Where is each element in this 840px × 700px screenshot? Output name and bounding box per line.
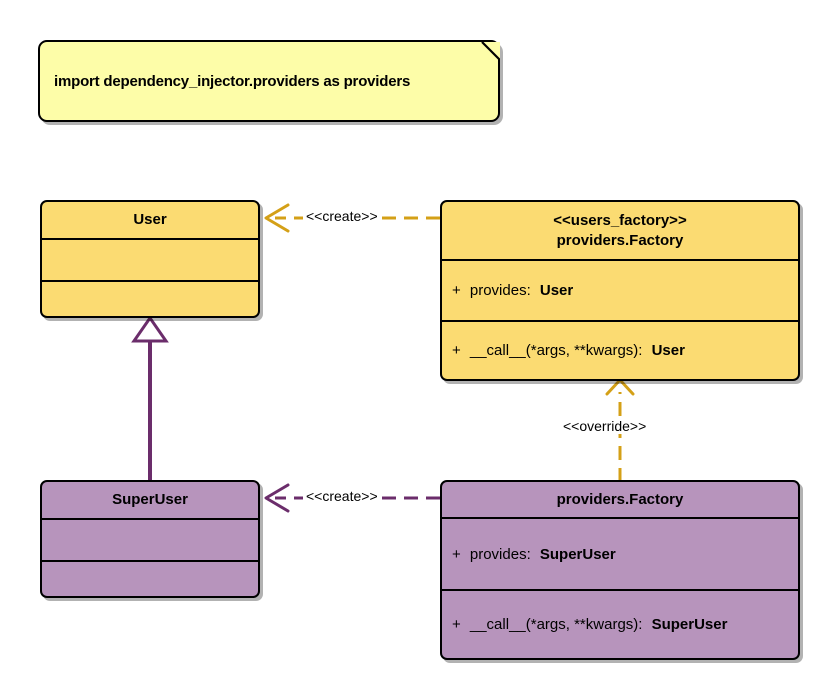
class-super-user-attributes — [42, 520, 258, 560]
class-box-user[interactable]: User — [40, 200, 260, 318]
attribute-label: provides: — [469, 545, 531, 563]
class-super-user-name: SuperUser — [112, 491, 188, 509]
class-override-factory-name: providers.Factory — [556, 490, 684, 508]
class-users-factory-header: <<users_factory>> providers.Factory — [442, 202, 798, 261]
method-type: User — [651, 342, 685, 359]
note-fold-corner-icon — [481, 41, 500, 60]
class-users-factory-attributes: + provides: User — [442, 261, 798, 320]
class-box-super-user[interactable]: SuperUser — [40, 480, 260, 598]
attribute-row: + provides: SuperUser — [452, 546, 616, 563]
class-super-user-header: SuperUser — [42, 482, 258, 520]
generalization-triangle — [131, 315, 169, 343]
class-super-user-methods — [42, 560, 258, 596]
attribute-type: User — [539, 282, 574, 299]
create-user-arrowhead — [264, 203, 290, 233]
class-user-name: User — [133, 211, 167, 229]
method-row: + __call__(*args, **kwargs): User — [452, 342, 685, 359]
class-box-override-factory[interactable]: providers.Factory + provides: SuperUser … — [440, 480, 800, 660]
class-users-factory-name: providers.Factory — [556, 231, 684, 249]
method-label: __call__(*args, **kwargs): — [469, 616, 643, 633]
method-visibility: + — [452, 342, 461, 359]
create-super-user-arrowhead — [264, 483, 290, 513]
attribute-visibility: + — [452, 545, 461, 563]
edge-generalization — [131, 315, 169, 482]
class-user-attributes — [42, 240, 258, 280]
class-user-methods — [42, 280, 258, 316]
import-note-text: import dependency_injector.providers as … — [54, 72, 411, 90]
edge-label-create-super-user: <<create>> — [303, 488, 381, 505]
method-visibility: + — [452, 616, 461, 633]
class-users-factory-methods: + __call__(*args, **kwargs): User — [442, 320, 798, 379]
class-override-factory-methods: + __call__(*args, **kwargs): SuperUser — [442, 589, 798, 658]
attribute-row: + provides: User — [452, 282, 573, 299]
class-override-factory-header: providers.Factory — [442, 482, 798, 519]
attribute-label: provides: — [469, 282, 531, 299]
class-user-header: User — [42, 202, 258, 240]
attribute-type: SuperUser — [539, 545, 616, 563]
class-box-users-factory[interactable]: <<users_factory>> providers.Factory + pr… — [440, 200, 800, 381]
method-row: + __call__(*args, **kwargs): SuperUser — [452, 616, 727, 633]
method-label: __call__(*args, **kwargs): — [469, 342, 643, 359]
edge-label-override: <<override>> — [560, 418, 650, 435]
class-override-factory-attributes: + provides: SuperUser — [442, 519, 798, 589]
attribute-visibility: + — [452, 282, 461, 299]
edge-label-create-user: <<create>> — [303, 208, 381, 225]
override-arrowhead — [605, 378, 635, 396]
method-type: SuperUser — [651, 616, 728, 633]
import-note: import dependency_injector.providers as … — [38, 40, 500, 122]
class-users-factory-stereotype: <<users_factory>> — [553, 212, 687, 230]
